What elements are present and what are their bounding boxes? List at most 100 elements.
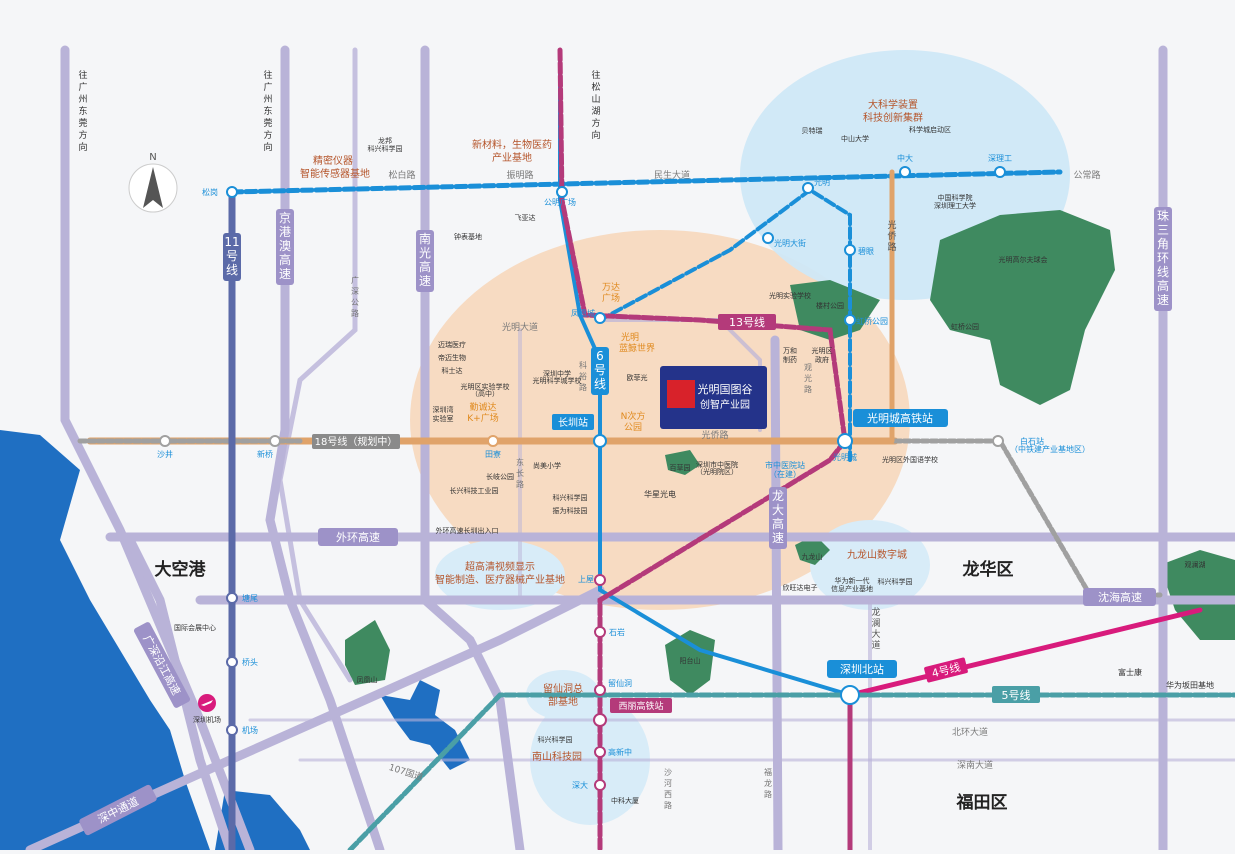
- road-guangqiao: 光侨路: [701, 429, 728, 441]
- cluster-jiulongshan: 九龙山数字城: [847, 548, 907, 561]
- station-dot[interactable]: [594, 312, 606, 324]
- station-dot[interactable]: [594, 746, 606, 758]
- station-dot[interactable]: [802, 182, 814, 194]
- station-dot[interactable]: [226, 656, 238, 668]
- district-labels: 大空港 龙华区 福田区: [155, 559, 1014, 813]
- station-songgang: 松岗: [202, 187, 218, 197]
- minor-loop: [277, 47, 358, 683]
- bay-water: [215, 790, 310, 850]
- station-liuxiandong: 留仙洞: [608, 678, 632, 688]
- vertical-labels: 往广州东莞方向往广州东莞方向往松山湖方向京港澳高速南光高速龙大高速珠三角环线高速…: [78, 69, 1172, 810]
- station-dot[interactable]: [226, 592, 238, 604]
- dir-west-1-char: 向: [78, 141, 87, 153]
- road-songbai: 松白路: [388, 169, 415, 181]
- compass: N: [128, 152, 178, 213]
- poi-changqi_park: 长岐公园: [486, 472, 514, 481]
- station-dot[interactable]: [226, 724, 238, 736]
- road-guangqiao-v: 光侨路: [887, 219, 896, 253]
- station-dot[interactable]: [594, 574, 606, 586]
- poi-kexing: 科兴科学园: [553, 493, 588, 502]
- guangmingcheng-hsr-badge[interactable]: 光明城高铁站: [853, 409, 948, 427]
- station-dot[interactable]: [844, 244, 856, 256]
- road-dongchang-char: 东: [516, 457, 524, 467]
- line18-badge: 18号线（规划中）: [312, 434, 400, 449]
- hwy-jinggangao-char: 港: [279, 225, 291, 239]
- road-dongchang-char: 路: [516, 479, 524, 489]
- station-dot[interactable]: [992, 435, 1004, 447]
- hongqiao-park-shape: [790, 280, 880, 340]
- cluster-liuxian-1: 留仙洞总: [543, 682, 583, 695]
- station-dot[interactable]: [594, 626, 606, 638]
- line11-label-char: 线: [226, 263, 238, 277]
- cluster-precision-1: 精密仪器: [313, 154, 353, 167]
- dir-west-2-char: 东: [263, 105, 272, 117]
- baicao-shape: [665, 450, 700, 475]
- station-dot[interactable]: [844, 314, 856, 326]
- poi-wanhe-0: 万和: [783, 346, 797, 355]
- road-gongchang: 公常路: [1073, 169, 1100, 181]
- station-dot[interactable]: [837, 433, 853, 449]
- station-dot[interactable]: [487, 435, 499, 447]
- line6-label: 6号线: [591, 347, 609, 395]
- xili-hsr-badge[interactable]: 西丽高铁站: [610, 698, 672, 713]
- station-dot[interactable]: [269, 435, 281, 447]
- road-guankang-char: 观: [804, 363, 812, 372]
- station-shenligong: 深理工: [988, 154, 1012, 163]
- station-dot[interactable]: [594, 684, 606, 696]
- dir-songshan-char: 湖: [591, 106, 600, 117]
- line-13: [557, 47, 848, 853]
- station-dot[interactable]: [593, 434, 607, 448]
- district-dakonggang: 大空港: [155, 559, 207, 580]
- shenzhen-north-badge[interactable]: 深圳北站: [827, 660, 897, 678]
- station-dot[interactable]: [762, 232, 774, 244]
- road-longlan-char: 大: [871, 628, 880, 640]
- poi-oufei: 欧菲光: [627, 373, 648, 382]
- road-guangqiao-v-char: 路: [887, 241, 896, 253]
- cluster-big-science-1: 大科学装置: [868, 98, 918, 111]
- dir-west-2-char: 方: [263, 129, 272, 141]
- station-labels: 松岗 公明广场 光明 光明大街 碧眼 中大 深理工 虹桥公园 凤凰城 光明城 沙…: [157, 153, 1090, 790]
- hwy-nanguang-char: 南: [419, 231, 431, 246]
- station-dot[interactable]: [840, 685, 860, 705]
- logo-sub: 创智产业园: [700, 398, 750, 411]
- poi-guanlan: 观澜湖: [1185, 560, 1206, 569]
- road-longlan-char: 龙: [871, 606, 880, 618]
- station-dot[interactable]: [159, 435, 171, 447]
- station-changzhen: 长圳站: [558, 416, 588, 429]
- airport-icon: [198, 694, 216, 712]
- hwy-zhusanjiao-char: 线: [1157, 265, 1169, 279]
- station-jichang: 机场: [242, 725, 258, 735]
- line6-label-char: 号: [594, 363, 606, 377]
- station-qiaotou: 桥头: [242, 657, 258, 667]
- station-gaoxinzhong: 高新中: [608, 747, 632, 757]
- road-guankang: 观光路: [804, 363, 812, 394]
- road-guankang-char: 路: [804, 384, 812, 394]
- poi-zhongke: 中科大厦: [611, 796, 639, 805]
- station-shenda: 深大: [572, 780, 588, 790]
- changzhen-badge[interactable]: 长圳站: [552, 414, 594, 430]
- road-guangshen-v-char: 深: [351, 287, 359, 296]
- poi-shenzhen_middle-0: 深圳中学: [543, 369, 571, 378]
- cluster-new-materials-1: 新材料，生物医药: [472, 138, 552, 151]
- station-shizhongyi: 市中医院站: [765, 460, 805, 470]
- station-dot[interactable]: [994, 166, 1006, 178]
- dir-songshan-char: 向: [591, 129, 600, 141]
- dir-west-2-char: 往: [263, 69, 272, 81]
- poi-golf: 光明高尔夫球会: [999, 255, 1048, 264]
- station-dot[interactable]: [226, 186, 238, 198]
- station-xinqiao: 新桥: [257, 449, 273, 459]
- station-dot[interactable]: [594, 779, 606, 791]
- line-4: [847, 607, 1203, 698]
- station-dot[interactable]: [556, 186, 568, 198]
- station-dot[interactable]: [593, 713, 607, 727]
- jiulong-shape: [795, 535, 830, 565]
- station-gmc-hsr: 光明城高铁站: [867, 411, 933, 425]
- poi-baicao: 百草园: [670, 463, 691, 472]
- park-logo[interactable]: 光明国图谷 创智产业园: [660, 366, 767, 429]
- poi-exp_school2-1: （高中）: [471, 389, 499, 398]
- station-dot[interactable]: [899, 166, 911, 178]
